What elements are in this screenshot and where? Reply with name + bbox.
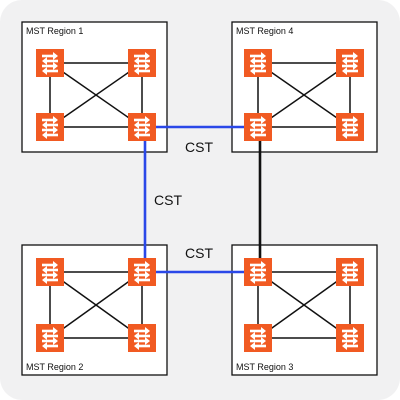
- region-label: MST Region 4: [236, 26, 293, 36]
- switch-icon[interactable]: [336, 324, 364, 352]
- intra-region-link: [49, 271, 143, 339]
- region-label: MST Region 2: [26, 362, 83, 372]
- region-label: MST Region 1: [26, 26, 83, 36]
- switch-icon[interactable]: [244, 113, 272, 141]
- intra-region-link: [49, 62, 143, 128]
- cst-label: CST: [185, 139, 213, 155]
- labels-layer: MST Region 1 MST Region 4 MST Region 2 MST …: [26, 26, 293, 372]
- cst-label: CST: [154, 192, 182, 208]
- cst-label: CST: [185, 245, 213, 261]
- switch-icon[interactable]: [336, 258, 364, 286]
- switch-icon[interactable]: [128, 324, 156, 352]
- intra-region-link: [257, 271, 351, 339]
- switch-icon[interactable]: [36, 49, 64, 77]
- switch-icon[interactable]: [244, 258, 272, 286]
- switches-layer: [36, 49, 364, 352]
- switch-icon[interactable]: [128, 258, 156, 286]
- switch-icon[interactable]: [244, 324, 272, 352]
- region-label: MST Region 3: [236, 362, 293, 372]
- switch-icon[interactable]: [36, 324, 64, 352]
- switch-icon[interactable]: [36, 113, 64, 141]
- switch-icon[interactable]: [244, 49, 272, 77]
- switch-icon[interactable]: [336, 49, 364, 77]
- switch-icon[interactable]: [36, 258, 64, 286]
- switch-icon[interactable]: [128, 49, 156, 77]
- intra-region-link: [257, 62, 351, 128]
- switch-icon[interactable]: [336, 113, 364, 141]
- inter-region-links: [142, 125, 262, 274]
- switch-icon[interactable]: [128, 113, 156, 141]
